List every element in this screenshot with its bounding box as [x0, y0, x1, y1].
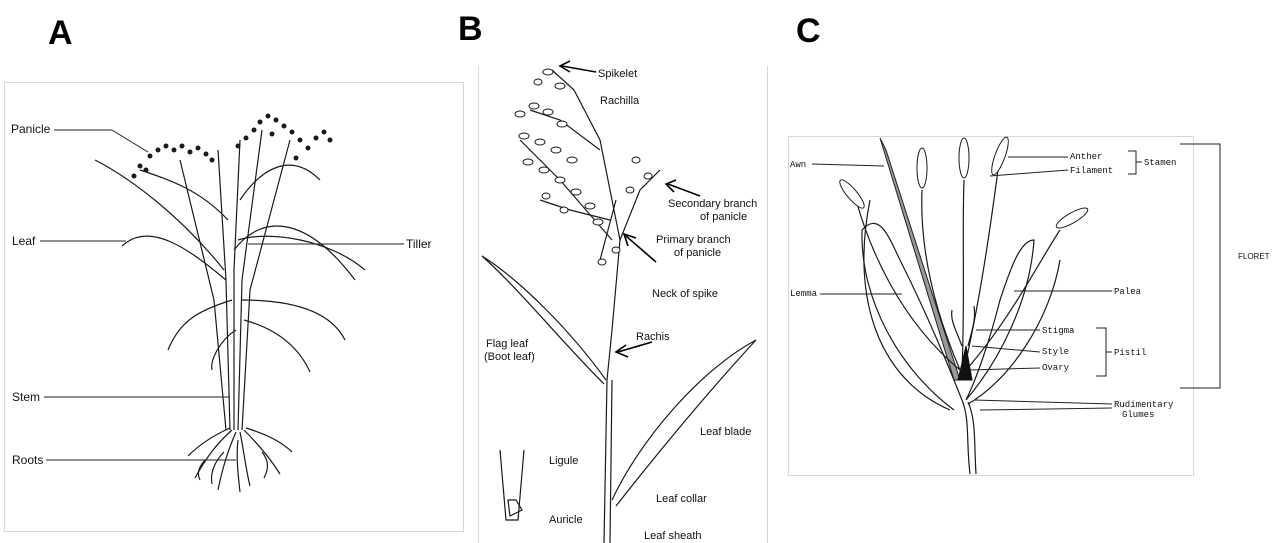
- label-anther: Anther: [1070, 151, 1102, 164]
- panel-c-leader-lines: [812, 144, 1220, 410]
- pedicel-drawing: [962, 400, 970, 474]
- palea-drawing: [966, 240, 1034, 400]
- label-rudimentary-2: Glumes: [1122, 409, 1154, 422]
- label-style: Style: [1042, 346, 1069, 359]
- label-ovary: Ovary: [1042, 362, 1069, 375]
- label-filament: Filament: [1070, 165, 1113, 178]
- label-lemma: Lemma: [790, 288, 817, 301]
- label-stigma: Stigma: [1042, 325, 1074, 338]
- label-palea: Palea: [1114, 286, 1141, 299]
- label-stamen: Stamen: [1144, 157, 1176, 170]
- label-awn: Awn: [790, 159, 806, 172]
- lemma-drawing: [862, 223, 962, 410]
- label-pistil: Pistil: [1114, 347, 1146, 360]
- label-floret: FLORET: [1238, 250, 1270, 263]
